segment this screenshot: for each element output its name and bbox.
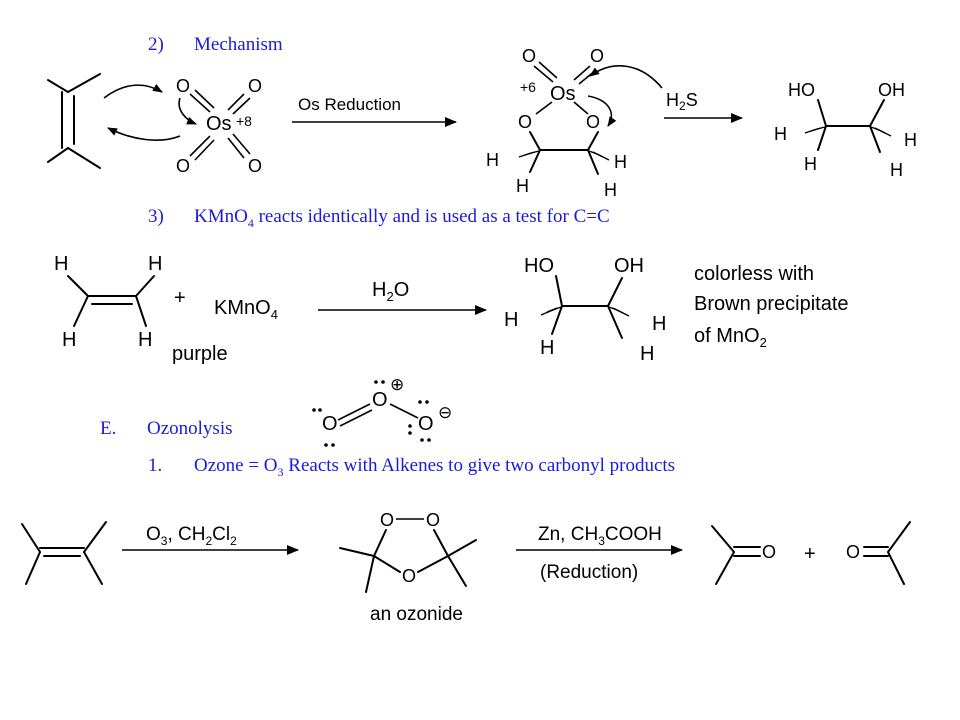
oxygen-label: O	[762, 542, 776, 562]
heading-number: 2)	[148, 34, 164, 55]
arrow-h2s: H2S	[664, 90, 743, 123]
heading-text-sub: 3	[277, 464, 284, 479]
arrow-reduction: Zn, CH3COOH (Reduction)	[516, 524, 683, 583]
hydroxyl-label: OH	[614, 255, 644, 277]
heading-text: Ozone = O3 Reacts with Alkenes to give t…	[194, 455, 675, 480]
diol-product: HO OH H H H H	[774, 80, 917, 180]
test-result-note: colorless with Brown precipitate of MnO2	[694, 263, 849, 350]
oxygen-label: O	[380, 510, 394, 530]
reagent-o3-ch2cl2: O3, CH2Cl2	[146, 524, 237, 548]
heading-number: 3)	[148, 206, 164, 227]
heading-text-pre: Ozone = O	[194, 455, 278, 476]
hydrogen-label: H	[604, 180, 617, 200]
hydrogen-label: H	[904, 130, 917, 150]
heading-text: Ozonolysis	[147, 418, 233, 439]
oxygen-label: O	[402, 566, 416, 586]
arrow-os-reduction: Os Reduction	[292, 95, 457, 127]
heading-ozone-reacts: 1. Ozone = O3 Reacts with Alkenes to give…	[148, 455, 675, 480]
curved-arrow-o-to-alkene	[107, 127, 181, 141]
heading-mechanism: 2) Mechanism	[148, 34, 283, 56]
heading-number: 1.	[148, 455, 163, 476]
acetone-product-2: O	[846, 521, 911, 585]
hydrogen-label: H	[890, 160, 903, 180]
reagent-h2s: H2S	[666, 90, 698, 113]
heading-text: Mechanism	[194, 34, 283, 55]
hydrogen-label: H	[54, 253, 68, 275]
alkene-tetramethyl	[47, 73, 101, 169]
result-line-3: of MnO2	[694, 325, 767, 350]
osmium-label: Os	[550, 83, 576, 105]
heading-text-sub: 4	[247, 215, 254, 230]
oxygen-label: O	[590, 46, 604, 66]
hydrogen-label: H	[640, 343, 654, 365]
hydroxyl-label: HO	[788, 80, 815, 100]
oxygen-label: O	[518, 112, 532, 132]
reduction-note: (Reduction)	[540, 562, 638, 583]
acetone-product-1: O	[711, 525, 776, 585]
plus-sign: +	[174, 287, 186, 309]
hydrogen-label: H	[516, 176, 529, 196]
osmate-ester: O O +6 Os O O H H H H	[486, 46, 627, 200]
alkene-tetramethyl-2	[21, 521, 107, 585]
arrow-h2o: H2O	[318, 279, 487, 315]
arrow-ozonation: O3, CH2Cl2	[122, 524, 299, 555]
reagent-h2o: H2O	[372, 279, 409, 304]
hydrogen-label: H	[486, 150, 499, 170]
curved-arrow-alkene-to-os	[103, 83, 163, 99]
result-line-1: colorless with	[694, 263, 814, 285]
oxygen-label: O	[372, 389, 388, 411]
hydrogen-label: H	[652, 313, 666, 335]
hydrogen-label: H	[804, 154, 817, 174]
ozonide-structure: O O O an ozonide	[339, 510, 477, 625]
oxygen-label: O	[248, 156, 262, 176]
oxygen-label: O	[418, 413, 434, 435]
oxygen-label: O	[586, 112, 600, 132]
heading-text-post: Reacts with Alkenes to give two carbonyl…	[283, 455, 676, 476]
heading-ozonolysis: E. Ozonolysis	[100, 418, 233, 440]
hydrogen-label: H	[540, 337, 554, 359]
oxygen-label: O	[248, 76, 262, 96]
hydrogen-label: H	[138, 329, 152, 351]
oxidation-state-plus6: +6	[520, 79, 536, 95]
curved-arrow-h2s-to-os	[589, 65, 663, 89]
reagent-zn-acoh: Zn, CH3COOH	[538, 524, 662, 548]
hydrogen-label: H	[774, 124, 787, 144]
osmium-label: Os	[206, 113, 232, 135]
ethylene-glycol-product: HO OH H H H H	[504, 255, 666, 365]
plus-sign: +	[804, 543, 816, 565]
oxygen-label: O	[522, 46, 536, 66]
ozone-lewis-structure: O O O ⊕ ⊖	[312, 375, 452, 447]
color-purple-label: purple	[172, 343, 228, 365]
oxygen-label: O	[322, 413, 338, 435]
heading-text: KMnO4 reacts identically and is used as …	[194, 206, 610, 231]
ozonide-caption: an ozonide	[370, 604, 463, 625]
oxygen-label: O	[176, 76, 190, 96]
hydrogen-label: H	[62, 329, 76, 351]
hydroxyl-label: HO	[524, 255, 554, 277]
oxidation-state-plus8: +8	[236, 113, 252, 129]
arrow-label-os-reduction: Os Reduction	[298, 95, 401, 114]
reagent-kmno4: KMnO4	[214, 297, 278, 322]
heading-number: E.	[100, 418, 117, 439]
oxygen-label: O	[176, 156, 190, 176]
curved-arrow-o-to-os	[178, 97, 197, 125]
ethylene: H H H H	[54, 253, 162, 351]
hydroxyl-label: OH	[878, 80, 905, 100]
formal-charge-minus: ⊖	[438, 403, 452, 422]
result-line-2: Brown precipitate	[694, 293, 849, 315]
oxygen-label: O	[846, 542, 860, 562]
osmium-tetroxide: O O Os +8 O O	[176, 76, 262, 176]
hydrogen-label: H	[504, 309, 518, 331]
formal-charge-plus: ⊕	[390, 375, 404, 394]
heading-text-pre: KMnO	[194, 206, 248, 227]
heading-text-post: reacts identically and is used as a test…	[253, 206, 610, 227]
hydrogen-label: H	[614, 152, 627, 172]
curved-arrow-os-o-bond	[587, 95, 617, 127]
hydrogen-label: H	[148, 253, 162, 275]
heading-kmno4-test: 3) KMnO4 reacts identically and is used a…	[148, 206, 610, 231]
oxygen-label: O	[426, 510, 440, 530]
